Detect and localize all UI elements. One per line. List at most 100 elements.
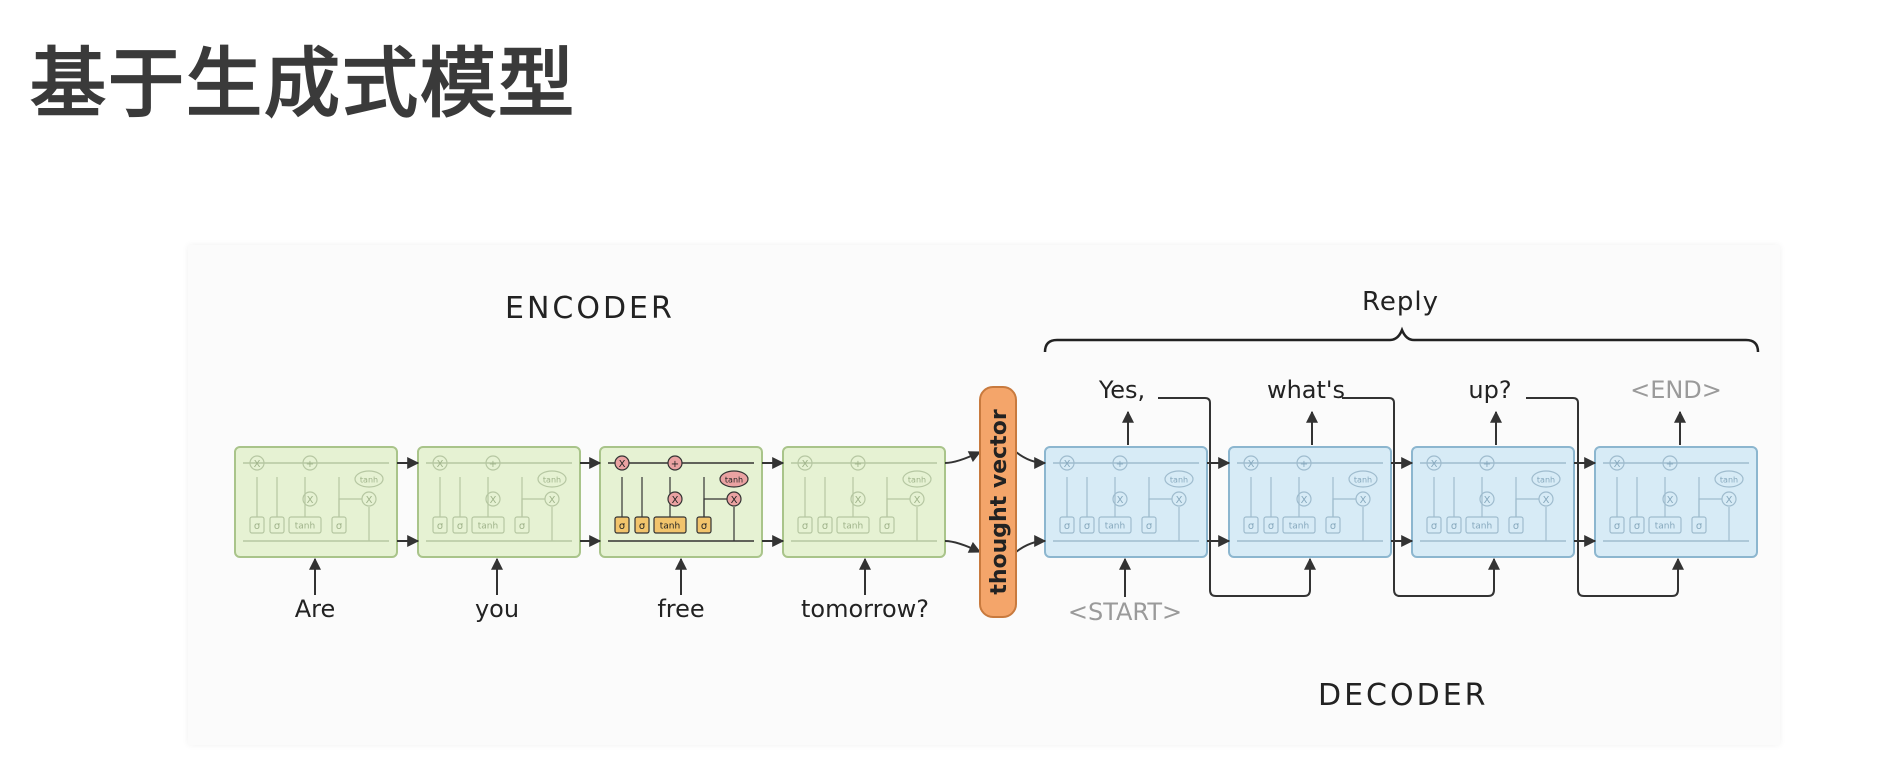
gate-label: tanh	[1289, 522, 1309, 532]
operator-icon	[485, 455, 501, 471]
gate-wire	[1332, 498, 1356, 517]
thought-vector-box	[979, 386, 1017, 618]
operator-label: X	[802, 459, 809, 470]
gate-label: σ	[274, 521, 281, 532]
gate-label: σ	[639, 521, 646, 532]
decoder-label: DECODER	[1318, 678, 1489, 713]
operator-icon	[614, 455, 630, 471]
gate-label: σ	[884, 521, 891, 532]
tanh-label: tanh	[1537, 476, 1555, 485]
page-title: 基于生成式模型	[30, 39, 576, 128]
operator-label: +	[1300, 459, 1308, 470]
encoder-input-word: tomorrow?	[801, 595, 929, 623]
gate-label: tanh	[478, 522, 498, 532]
operator-label: X	[1301, 495, 1308, 506]
gate-label: σ	[1513, 521, 1520, 532]
operator-icon	[1059, 455, 1075, 471]
operator-label: +	[1483, 459, 1491, 470]
operator-label: X	[549, 495, 556, 506]
operator-icon	[1112, 455, 1128, 471]
gate-label: σ	[1330, 521, 1337, 532]
operator-icon	[1662, 455, 1678, 471]
tanh-icon	[1164, 470, 1194, 488]
gate-label: tanh	[295, 522, 315, 532]
operator-label: +	[1666, 459, 1674, 470]
operator-label: X	[254, 459, 261, 470]
decoder-output-word: up?	[1468, 376, 1511, 404]
tanh-icon	[719, 470, 749, 488]
gate-wire	[886, 498, 910, 517]
tanh-icon	[1714, 470, 1744, 488]
operator-icon	[1479, 491, 1495, 507]
tanh-label: tanh	[360, 476, 378, 485]
gate-label: σ	[1146, 521, 1153, 532]
gate-label: σ	[802, 521, 809, 532]
operator-label: +	[671, 459, 679, 470]
operator-label: X	[1360, 495, 1367, 506]
operator-icon	[1296, 491, 1312, 507]
to-thought-arrow	[944, 451, 982, 464]
operator-icon	[1296, 455, 1312, 471]
operator-label: X	[855, 495, 862, 506]
tanh-label: tanh	[725, 476, 743, 485]
gate-label: σ	[1696, 521, 1703, 532]
operator-icon	[1479, 455, 1495, 471]
reply-brace	[1043, 326, 1760, 353]
operator-label: X	[1726, 495, 1733, 506]
gate-wire	[521, 498, 545, 517]
gate-label: σ	[1614, 521, 1621, 532]
operator-icon	[249, 455, 265, 471]
gate-label: σ	[822, 521, 829, 532]
operator-label: X	[731, 495, 738, 506]
tanh-icon	[1348, 470, 1378, 488]
gate-label: σ	[519, 521, 526, 532]
gate-wire	[703, 498, 727, 517]
tanh-icon	[902, 470, 932, 488]
gate-label: σ	[437, 521, 444, 532]
operator-label: X	[672, 495, 679, 506]
gate-label: σ	[457, 521, 464, 532]
gate-wire	[1148, 498, 1172, 517]
operator-icon	[432, 455, 448, 471]
operator-icon	[850, 491, 866, 507]
operator-label: X	[366, 495, 373, 506]
gate-wire	[338, 498, 362, 517]
operator-icon	[797, 455, 813, 471]
gate-wire	[1515, 498, 1539, 517]
encoder-label: ENCODER	[505, 291, 675, 326]
from-thought-arrow	[1015, 451, 1047, 469]
operator-label: X	[1667, 495, 1674, 506]
encoder-input-word: you	[475, 595, 519, 623]
reply-label: Reply	[1362, 287, 1439, 317]
decoder-start-token: <START>	[1068, 598, 1182, 626]
tanh-label: tanh	[908, 476, 926, 485]
tanh-icon	[537, 470, 567, 488]
encoder-input-word: free	[657, 595, 704, 623]
operator-label: +	[854, 459, 862, 470]
gate-label: σ	[1268, 521, 1275, 532]
gate-label: σ	[1451, 521, 1458, 532]
operator-icon	[1112, 491, 1128, 507]
operator-icon	[667, 491, 683, 507]
operator-label: X	[619, 459, 626, 470]
from-thought-arrow	[1015, 535, 1047, 553]
operator-icon	[1609, 455, 1625, 471]
operator-label: X	[1117, 495, 1124, 506]
operator-label: X	[1064, 459, 1071, 470]
operator-icon	[1662, 491, 1678, 507]
operator-label: X	[307, 495, 314, 506]
gate-label: σ	[701, 521, 708, 532]
tanh-label: tanh	[1170, 476, 1188, 485]
tanh-icon	[354, 470, 384, 488]
gate-label: σ	[1064, 521, 1071, 532]
operator-label: X	[490, 495, 497, 506]
operator-label: +	[489, 459, 497, 470]
operator-icon	[302, 455, 318, 471]
